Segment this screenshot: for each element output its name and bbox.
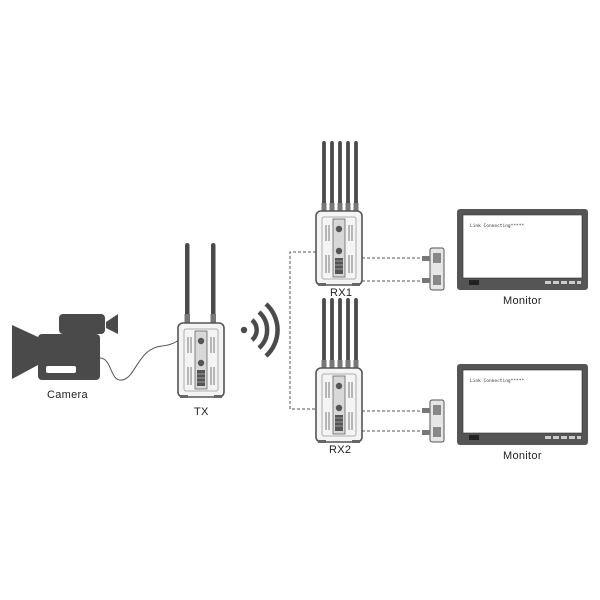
connector-top: [421, 247, 445, 291]
monitor-top: [456, 208, 589, 291]
monitor-bottom: [456, 363, 589, 446]
rx-link-dashed: [289, 251, 316, 410]
rx2-receiver: [315, 298, 363, 444]
monitor-bottom-screen-text: Link Connecting*****: [470, 379, 525, 384]
camera-label: Camera: [47, 389, 88, 401]
camera-icon: [12, 314, 118, 380]
tx-label: TX: [194, 406, 209, 418]
connector-bottom: [421, 399, 445, 443]
monitor-top-screen-text: Link Connecting*****: [470, 224, 525, 229]
monitor-top-label: Monitor: [503, 295, 542, 307]
monitor-bottom-label: Monitor: [503, 450, 542, 462]
tx-transmitter: [177, 243, 225, 398]
rx2-label: RX2: [329, 444, 352, 456]
rx-to-monitor-cables: [362, 257, 420, 432]
wireless-signal-icon: [240, 302, 280, 358]
rx1-label: RX1: [330, 287, 353, 299]
camera-cable: [99, 337, 183, 381]
rx1-receiver: [315, 141, 363, 287]
